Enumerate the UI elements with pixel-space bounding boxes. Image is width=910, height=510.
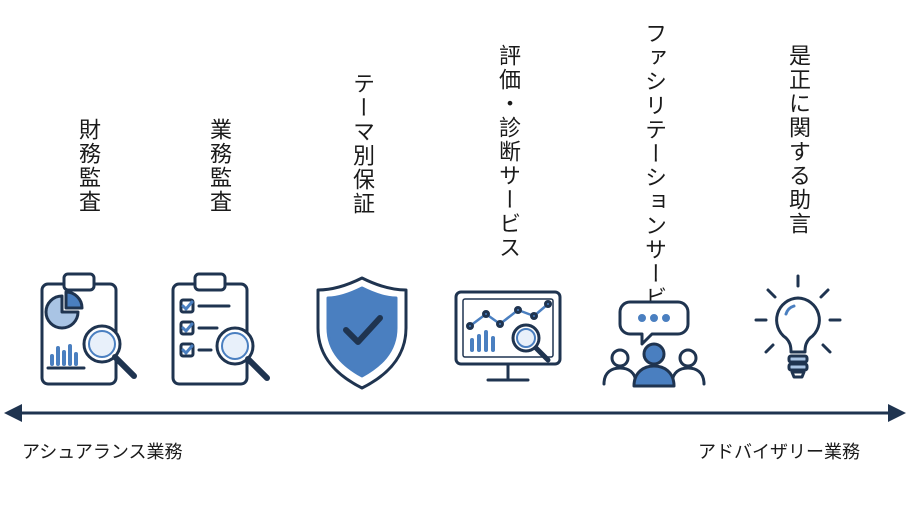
people-speech-bubble-icon [594, 266, 714, 396]
column-title-assessment-diagnostic: 評価・診断サービス [495, 44, 520, 260]
column-title-remediation-advice: 是正に関する助言 [785, 44, 810, 236]
axis-label-assurance: アシュアランス業務 [22, 442, 183, 463]
lightbulb-icon [738, 266, 858, 396]
checklist-magnifier-icon [159, 266, 279, 396]
monitor-chart-magnifier-icon [448, 266, 568, 396]
clipboard-pie-chart-magnifier-icon [28, 266, 148, 396]
column-title-thematic-assurance: テーマ別保証 [349, 72, 374, 216]
shield-check-icon [302, 266, 422, 396]
assurance-advisory-axis-arrow [0, 398, 910, 428]
column-title-facilitation: ファシリテーションサービス [641, 22, 666, 334]
column-title-operational-audit: 業務監査 [206, 118, 231, 214]
column-title-financial-audit: 財務監査 [75, 118, 100, 214]
axis-label-advisory: アドバイザリー業務 [698, 442, 860, 463]
